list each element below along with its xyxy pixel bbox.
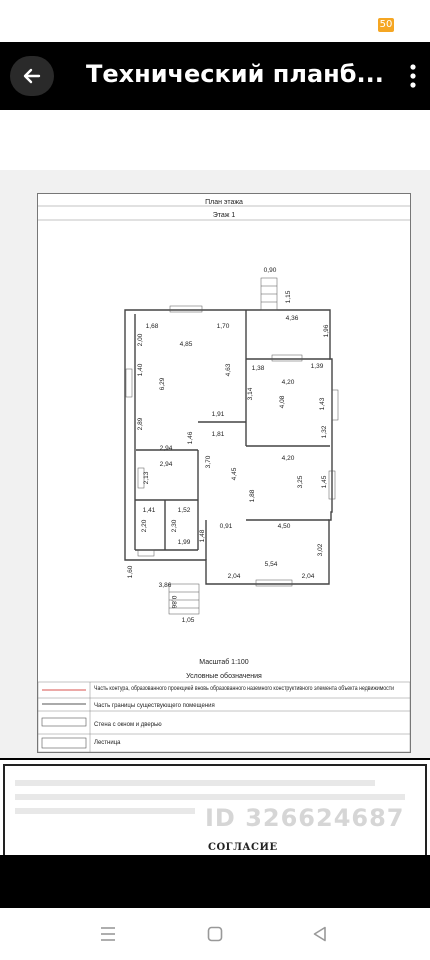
- viewer-bottom-bar: [0, 855, 430, 908]
- dim-label: 1,70: [217, 323, 230, 330]
- legend-stair-icon: [41, 737, 87, 749]
- dim-label: 1,45: [321, 475, 328, 488]
- dim-label: 2,04: [302, 573, 315, 580]
- legend-title: Условные обозначения: [186, 672, 262, 680]
- document-margin: [0, 110, 430, 170]
- dim-label: 4,36: [286, 315, 299, 322]
- dim-label: 3,14: [247, 387, 254, 400]
- dim-label: 2,20: [141, 519, 148, 532]
- dim-label: 2,30: [171, 519, 178, 532]
- blurred-text: [15, 808, 195, 814]
- dim-label: 1,99: [178, 539, 191, 546]
- legend-item-3: Стена с окном и дверью: [94, 722, 162, 728]
- triangle-back-icon: [313, 926, 326, 942]
- document-page-2[interactable]: ID 326624687 СОГЛАСИЕ: [0, 760, 430, 855]
- dim-label: 6,29: [159, 377, 166, 390]
- plan-scale: Масштаб 1:100: [199, 658, 249, 666]
- dim-label: 1,52: [178, 507, 191, 514]
- dim-label: 4,20: [282, 379, 295, 386]
- system-nav-bar: [0, 908, 430, 960]
- page-border: ID 326624687 СОГЛАСИЕ: [3, 764, 427, 855]
- dim-label: 1,38: [252, 365, 265, 372]
- status-bar: 50: [0, 0, 430, 42]
- legend-item-2: Часть границы существующего помещения: [94, 703, 215, 709]
- dim-label: 3,02: [317, 543, 324, 556]
- dim-label: 1,68: [146, 323, 159, 330]
- dim-label: 4,20: [282, 455, 295, 462]
- dim-label: 5,54: [265, 561, 278, 568]
- agreement-title: СОГЛАСИЕ: [208, 842, 278, 853]
- dim-label: 1,05: [182, 617, 195, 624]
- dim-label: 2,89: [137, 417, 144, 430]
- dim-label: 1,40: [137, 363, 144, 376]
- dim-label: 1,41: [143, 507, 156, 514]
- legend-wall-icon: [41, 717, 87, 727]
- dim-label: 2,04: [228, 573, 241, 580]
- dim-label: 1,96: [323, 324, 330, 337]
- dim-label: 4,50: [278, 523, 291, 530]
- dim-label: 2,94: [160, 445, 173, 452]
- dim-label: 3,25: [297, 475, 304, 488]
- dim-label: 4,45: [231, 467, 238, 480]
- recent-apps-button[interactable]: [94, 920, 122, 948]
- more-vertical-icon: [410, 64, 416, 88]
- dim-label: 1,88: [249, 489, 256, 502]
- dim-label: 1,39: [311, 363, 324, 370]
- dim-label: 3,70: [205, 455, 212, 468]
- dim-label: 1,32: [321, 425, 328, 438]
- legend-item-4: Лестница: [94, 740, 121, 746]
- floor-plan-walls: [124, 309, 333, 585]
- back-button[interactable]: [10, 56, 54, 96]
- square-icon: [207, 926, 223, 942]
- dim-label: 1,48: [199, 529, 206, 542]
- blurred-text: [15, 794, 405, 800]
- dim-label: 1,81: [212, 431, 225, 438]
- floor-plan-page[interactable]: План этажа Этаж 1: [37, 193, 411, 753]
- dim-label: 1,15: [285, 290, 292, 303]
- battery-icon: 50: [378, 18, 394, 32]
- nav-back-button[interactable]: [306, 920, 334, 948]
- dim-label: 2,94: [160, 461, 173, 468]
- page-title: Технический планб...: [86, 60, 384, 88]
- arrow-left-icon: [23, 68, 41, 84]
- dim-label: 2,13: [143, 471, 150, 484]
- dim-label: 3,86: [159, 582, 172, 589]
- dim-label: 4,85: [180, 341, 193, 348]
- blurred-text: [15, 780, 375, 786]
- plan-heading: План этажа: [205, 199, 243, 206]
- more-menu-button[interactable]: [410, 64, 416, 88]
- dim-label: 4,63: [225, 363, 232, 376]
- dim-label: 1,43: [319, 397, 326, 410]
- watermark: ID 326624687: [205, 804, 405, 832]
- menu-lines-icon: [101, 927, 115, 941]
- dim-label: 1,60: [127, 565, 134, 578]
- home-button[interactable]: [201, 920, 229, 948]
- app-header: Технический планб...: [0, 42, 430, 110]
- legend-table: [38, 681, 410, 752]
- dim-label: 1,46: [187, 431, 194, 444]
- dim-label: 1,91: [212, 411, 225, 418]
- dim-label: 0,86: [170, 596, 177, 609]
- legend-item-1: Часть контура, образованного проекцией в…: [94, 685, 394, 692]
- dim-label: 2,00: [137, 333, 144, 346]
- dim-label: 4,08: [279, 395, 286, 408]
- dim-label: 0,90: [264, 267, 277, 274]
- plan-floor: Этаж 1: [213, 212, 236, 219]
- dim-label: 0,91: [220, 523, 233, 530]
- floor-plan-drawing: План этажа Этаж 1: [38, 199, 410, 752]
